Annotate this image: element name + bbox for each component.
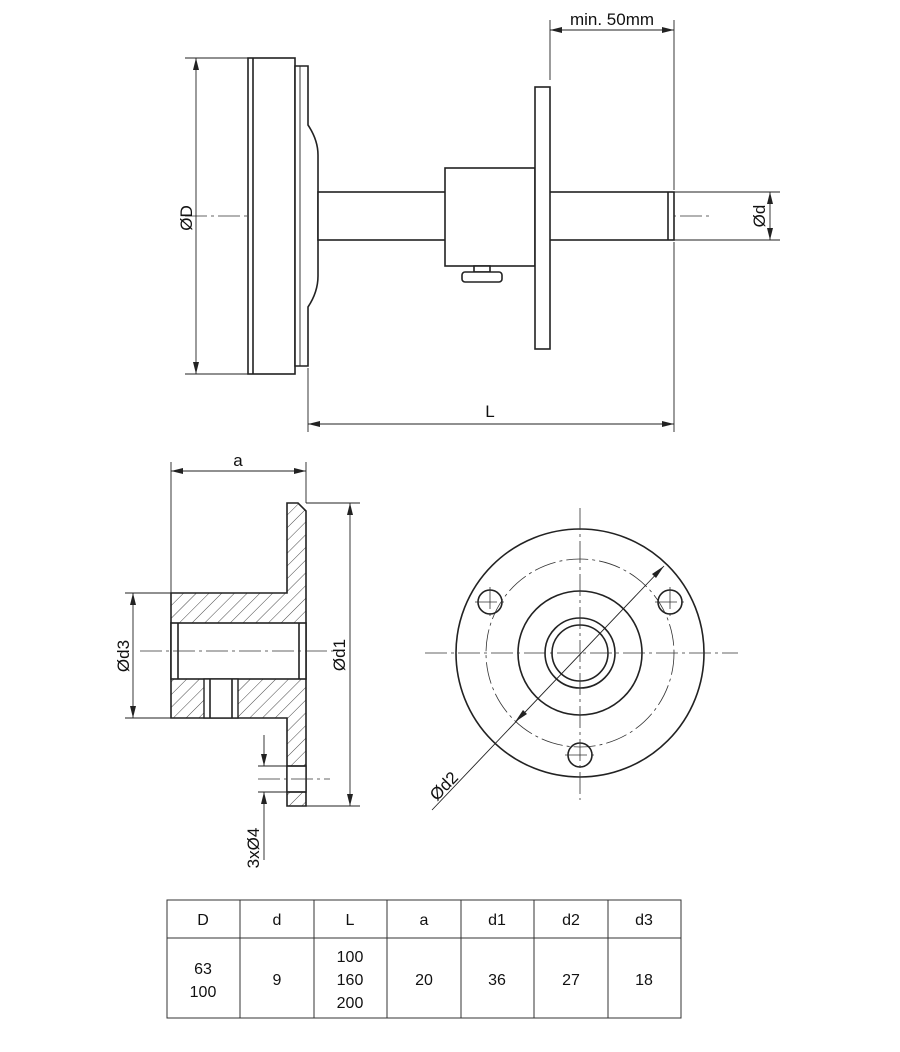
table-header-L: L	[346, 912, 355, 929]
d3-arrow-top	[130, 593, 136, 605]
table-cell-d: 9	[273, 972, 282, 989]
min50-label: min. 50mm	[570, 10, 654, 29]
D-arrow-bottom	[193, 362, 199, 374]
table-cell-d2: 27	[562, 972, 580, 989]
min50-arrow-right	[662, 27, 674, 33]
table-header-d1: d1	[488, 912, 506, 929]
L-label: L	[485, 402, 494, 421]
set-screw-hole	[203, 678, 239, 719]
d1-label: Ød1	[330, 639, 349, 671]
holes-arrow-bottom	[261, 792, 267, 804]
a-arrow-left	[171, 468, 183, 474]
d-arrow-top	[767, 192, 773, 204]
table-header-d2: d2	[562, 912, 580, 929]
d3-arrow-bottom	[130, 706, 136, 718]
dimension-table: D d L a d1 d2 d3 63 100 9 100 160 200 20…	[166, 899, 682, 1019]
holes-arrow-top	[261, 754, 267, 766]
d2-leader-line	[431, 565, 665, 811]
table-header-D: D	[197, 912, 209, 929]
a-arrow-right	[294, 468, 306, 474]
table-cell-L-2: 160	[337, 972, 364, 989]
side-view-assembly: min. 50mm ØD Ød L	[177, 10, 780, 432]
table-cell-a: 20	[415, 972, 433, 989]
flange-front-view: Ød2	[425, 508, 738, 811]
table-header-d3: d3	[635, 912, 653, 929]
D-arrow-top	[193, 58, 199, 70]
set-screw-shank	[473, 265, 491, 273]
flange-plate	[534, 86, 551, 350]
table-cell-L-3: 200	[337, 995, 364, 1012]
d-label: Ød	[750, 205, 769, 228]
d-arrow-bottom	[767, 228, 773, 240]
dial-bezel	[294, 65, 319, 367]
table-cell-D-2: 100	[190, 984, 217, 1001]
a-label: a	[233, 451, 243, 470]
d3-label: Ød3	[114, 640, 133, 672]
d1-arrow-top	[347, 503, 353, 515]
table-cell-D-1: 63	[194, 961, 212, 978]
D-label: ØD	[177, 205, 196, 231]
table-cell-d1: 36	[488, 972, 506, 989]
L-arrow-left	[308, 421, 320, 427]
d2-arrow-top	[652, 566, 664, 578]
d1-arrow-bottom	[347, 794, 353, 806]
table-header-d: d	[273, 912, 282, 929]
d2-arrow-bottom	[515, 710, 527, 722]
table-border	[166, 899, 682, 1019]
set-screw-head	[461, 271, 503, 283]
d2-label: Ød2	[426, 768, 462, 804]
L-arrow-right	[662, 421, 674, 427]
holes-label: 3xØ4	[244, 828, 263, 869]
dial-case	[247, 57, 296, 375]
table-header-a: a	[420, 912, 429, 929]
min50-arrow-left	[550, 27, 562, 33]
flange-hub	[444, 167, 536, 267]
table-cell-L-1: 100	[337, 949, 364, 966]
table-cell-d3: 18	[635, 972, 653, 989]
flange-section-view: a Ød1 Ød3 3xØ4	[114, 451, 360, 868]
